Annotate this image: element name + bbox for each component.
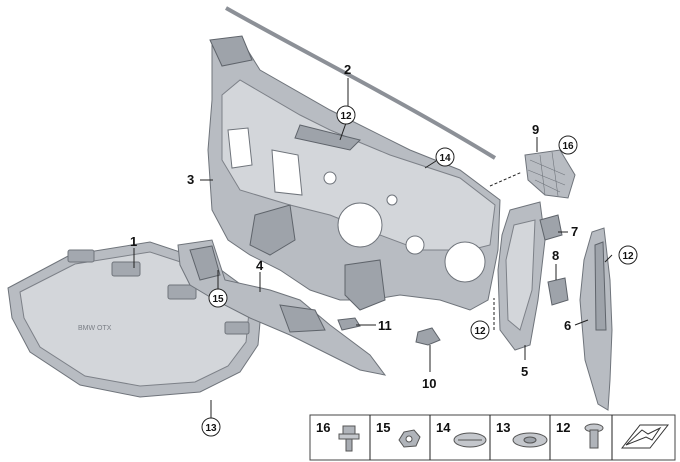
- callout-8: 8: [552, 248, 559, 263]
- push-rivet-icon: [584, 423, 604, 449]
- seal-strip-part: [225, 6, 497, 160]
- svg-text:16: 16: [562, 141, 574, 152]
- legend-item-16: 16: [316, 420, 360, 452]
- svg-text:14: 14: [436, 420, 451, 435]
- arrow-icon: [620, 424, 670, 449]
- legend-item-15: 15: [376, 420, 421, 448]
- screw-bolt-icon: [338, 425, 360, 452]
- pad-part: [547, 277, 569, 306]
- svg-text:12: 12: [622, 251, 634, 262]
- svg-text:16: 16: [316, 420, 330, 435]
- legend-item-14: 14: [436, 420, 487, 448]
- callout-2: 2: [344, 62, 351, 77]
- legend-item-13: 13: [496, 420, 548, 448]
- callout-12-left: 12: [470, 320, 490, 340]
- side-panel-part: [579, 227, 613, 411]
- callout-15: 15: [208, 288, 228, 308]
- flat-clip-icon: [453, 432, 487, 448]
- callout-12-top: 12: [336, 105, 356, 125]
- svg-text:12: 12: [340, 111, 352, 122]
- callout-12-right: 12: [618, 245, 638, 265]
- callout-3: 3: [187, 172, 194, 187]
- grille-part: [524, 149, 576, 199]
- block-part: [539, 214, 563, 241]
- clip-part: [415, 327, 441, 346]
- hex-nut-icon: [398, 429, 421, 448]
- callout-6: 6: [564, 318, 571, 333]
- callout-4: 4: [256, 258, 264, 273]
- svg-text:BMW OTX: BMW OTX: [78, 325, 112, 332]
- svg-text:14: 14: [439, 153, 451, 164]
- insulation-piece-part: [177, 239, 387, 376]
- fastener-legend: 16 15 14 13: [309, 414, 676, 461]
- callout-10: 10: [422, 376, 436, 391]
- underbody-shield-part: BMW OTX: [7, 241, 263, 398]
- svg-text:13: 13: [496, 420, 510, 435]
- callout-9: 9: [532, 122, 539, 137]
- callout-13: 13: [201, 417, 221, 437]
- callout-11: 11: [378, 318, 392, 333]
- callout-5: 5: [521, 364, 528, 379]
- bulkhead-panel-part: [207, 35, 501, 311]
- svg-text:15: 15: [376, 420, 390, 435]
- svg-text:12: 12: [556, 420, 570, 435]
- svg-text:13: 13: [205, 423, 217, 434]
- callout-1: 1: [130, 234, 137, 249]
- callout-7: 7: [571, 224, 578, 239]
- leader-lines: [133, 78, 613, 418]
- legend-item-12: 12: [556, 420, 604, 449]
- vertical-bracket-part: [497, 201, 546, 351]
- callout-16: 16: [558, 135, 578, 155]
- svg-text:15: 15: [212, 294, 224, 305]
- small-bracket-part: [337, 317, 361, 331]
- svg-text:12: 12: [474, 326, 486, 337]
- callout-14: 14: [435, 147, 455, 167]
- washer-clip-icon: [512, 432, 548, 448]
